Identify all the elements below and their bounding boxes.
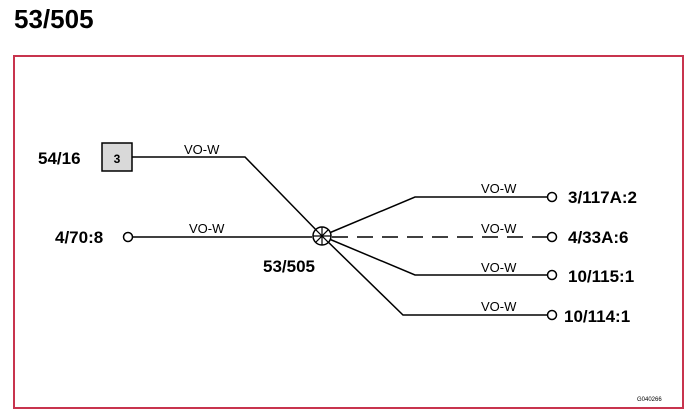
output-terminal-3 xyxy=(546,269,558,281)
left-connector-label: 4/70:8 xyxy=(55,228,103,247)
wire-label-left: VO-W xyxy=(189,221,225,236)
wire-label-component: VO-W xyxy=(184,142,220,157)
wire-component xyxy=(132,156,323,237)
output-label-2: 4/33A:6 xyxy=(568,228,628,247)
output-label-3: 10/115:1 xyxy=(568,267,634,286)
output-label-4: 10/114:1 xyxy=(564,307,630,326)
output-terminal-1 xyxy=(546,191,558,203)
diagram-frame xyxy=(13,55,684,409)
component-box xyxy=(101,142,133,172)
wire-label-output-4: VO-W xyxy=(481,299,517,314)
component-pin-label: 3 xyxy=(114,152,121,166)
wire-label-output-3: VO-W xyxy=(481,260,517,275)
output-terminal-4 xyxy=(546,309,558,321)
component-label: 54/16 xyxy=(38,149,81,168)
wire-output-1 xyxy=(321,196,548,237)
output-label-1: 3/117A:2 xyxy=(568,188,637,207)
left-connector-terminal xyxy=(122,231,134,243)
wire-output-3 xyxy=(321,235,548,276)
splice-label: 53/505 xyxy=(263,257,315,276)
output-terminal-2 xyxy=(546,231,558,243)
wire-label-output-2: VO-W xyxy=(481,221,517,236)
splice-icon xyxy=(312,226,332,246)
wire-output-4 xyxy=(321,235,548,316)
wire-label-output-1: VO-W xyxy=(481,181,517,196)
page-title: 53/505 xyxy=(14,4,94,34)
figure-id: G040266 xyxy=(637,397,662,403)
